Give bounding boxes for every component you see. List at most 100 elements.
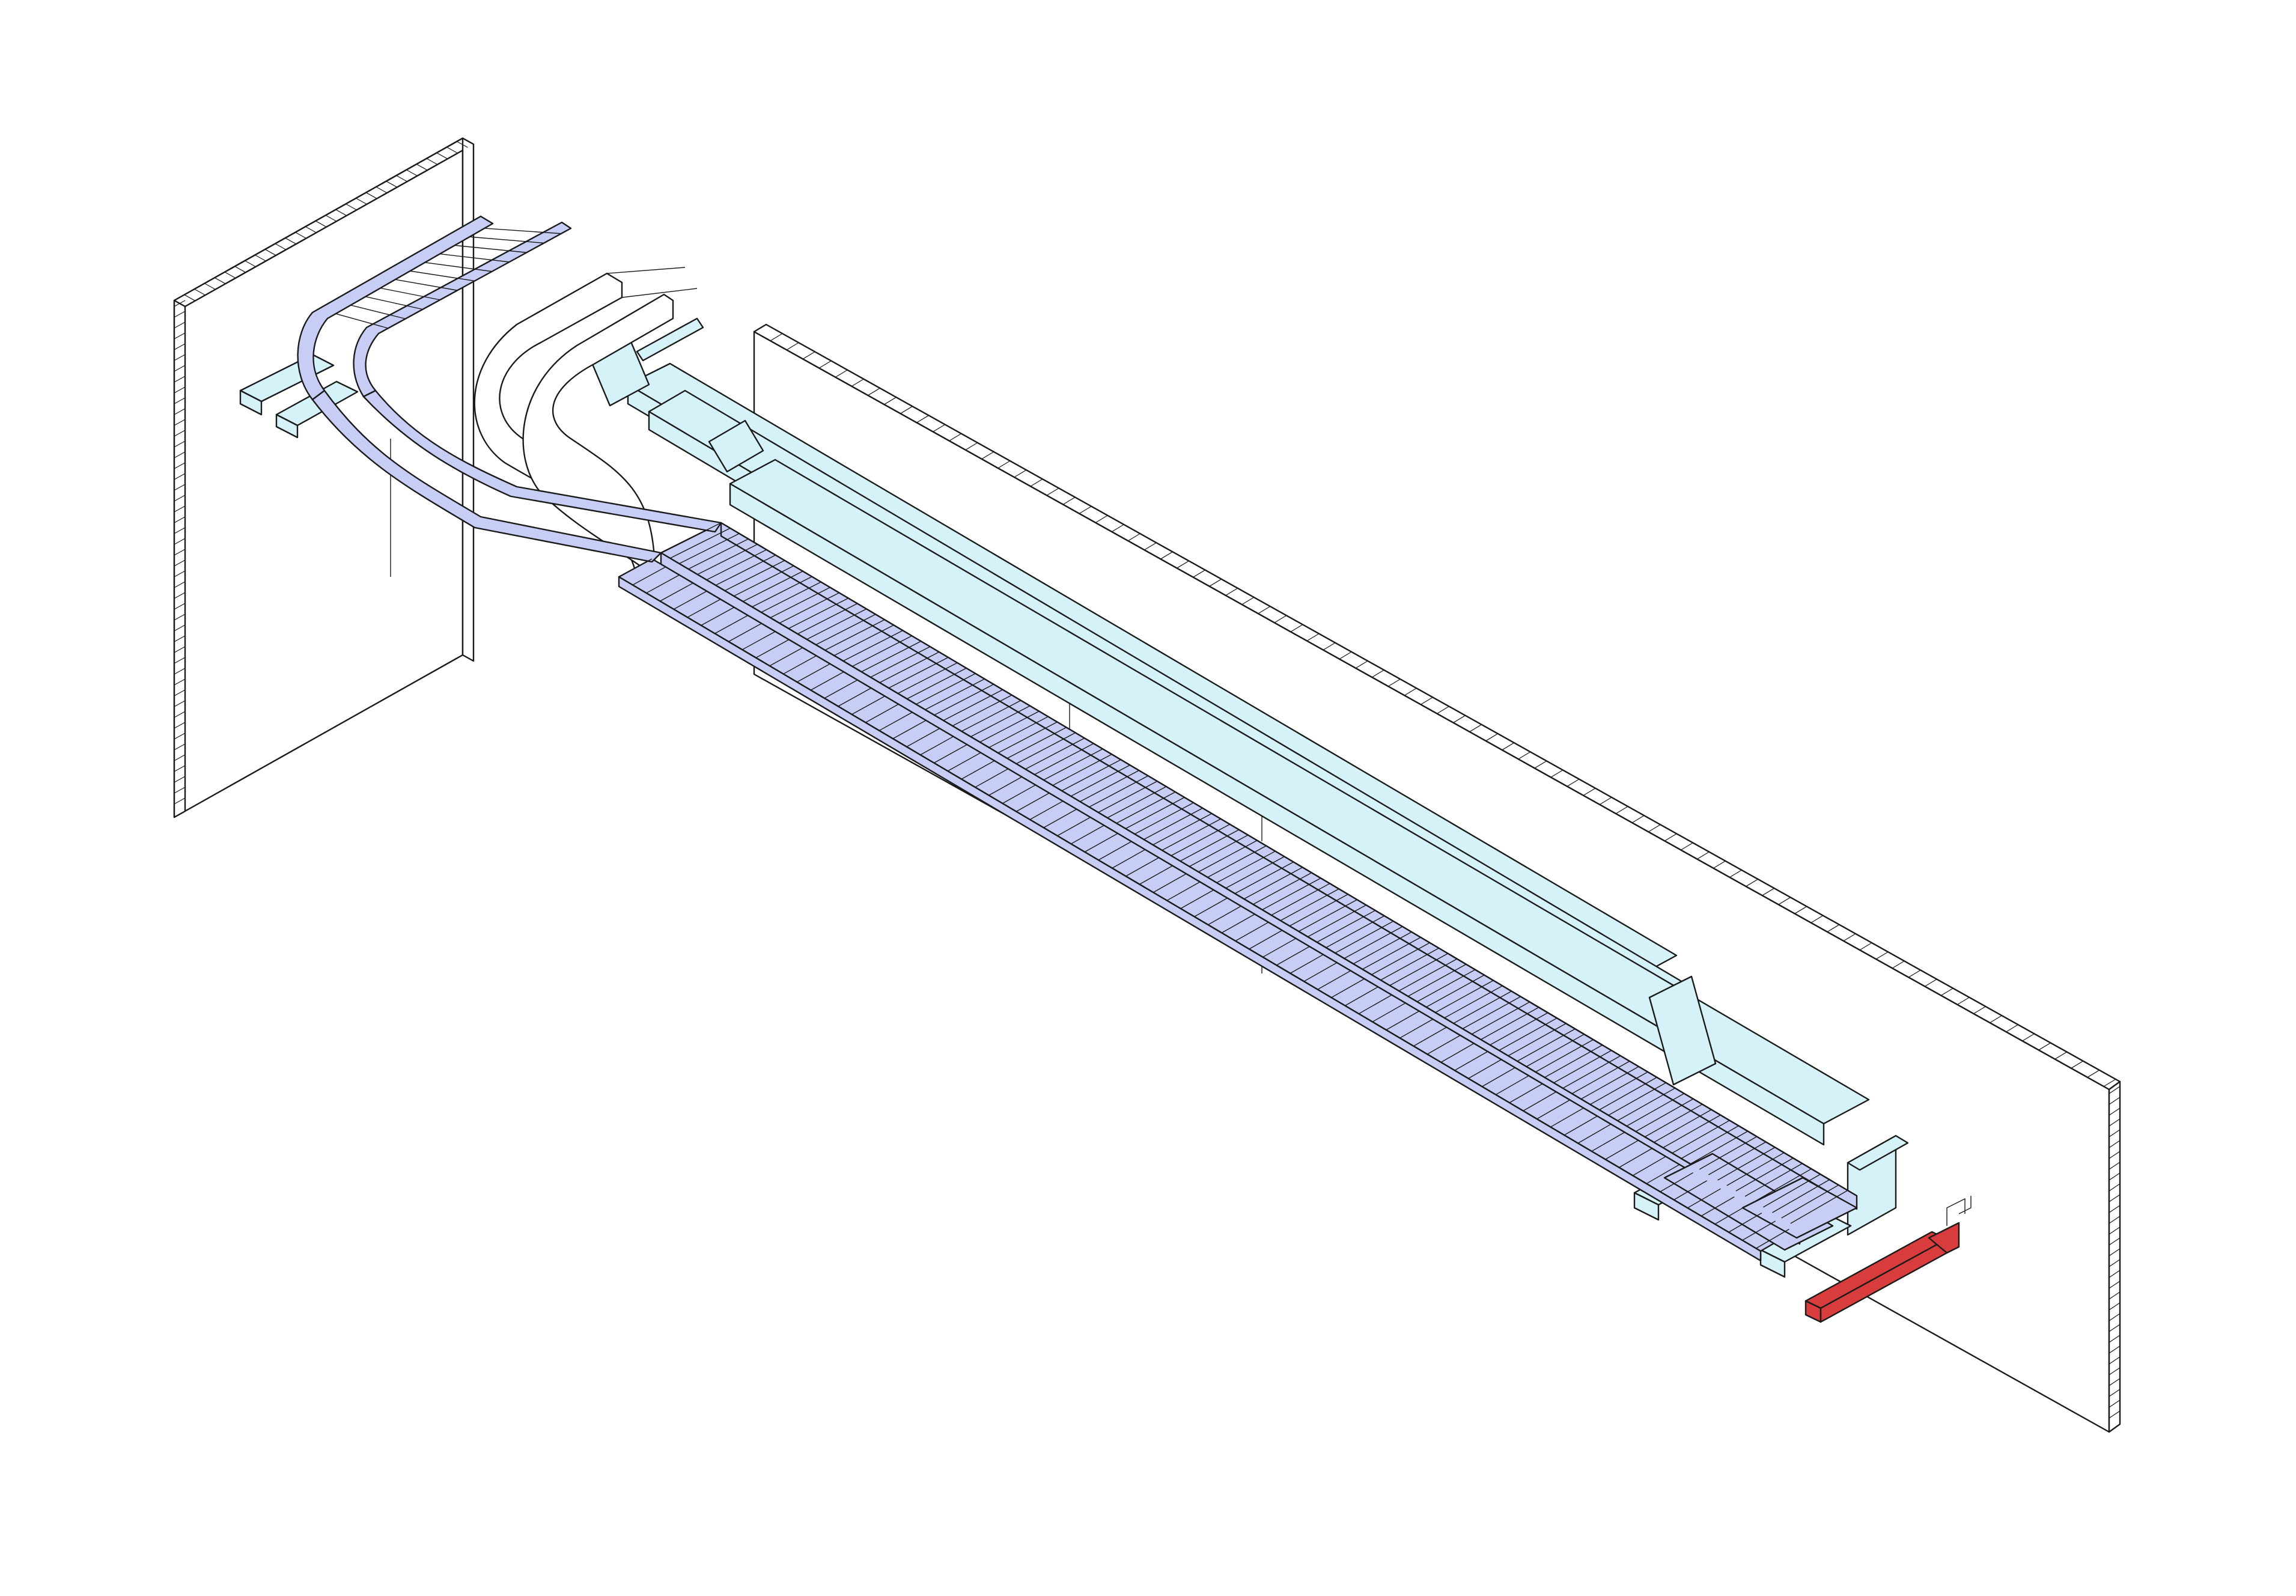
ladder-rung — [952, 695, 1012, 726]
ladder-rung — [733, 565, 794, 597]
hatch-line — [174, 657, 186, 664]
hatch-line — [1339, 651, 1352, 660]
ladder-rung — [673, 591, 707, 610]
ladder-rung — [1057, 817, 1091, 836]
hatch-line — [900, 406, 913, 414]
hatch-line — [174, 419, 186, 426]
hatch-line — [174, 787, 186, 794]
ladder-rung — [632, 566, 666, 586]
ladder-rung — [1262, 877, 1321, 910]
hatch-line — [965, 442, 978, 451]
hatch-line — [2109, 1172, 2121, 1181]
hatch-line — [2109, 1302, 2121, 1311]
hatch-line — [325, 215, 337, 222]
ladder-rung — [1508, 1023, 1567, 1056]
hatch-line — [174, 776, 186, 783]
ladder-rung — [728, 623, 762, 642]
hatch-line — [2109, 1162, 2121, 1170]
ladder-rung — [660, 582, 693, 602]
ladder-rung — [1742, 1220, 1776, 1241]
hatch-line — [376, 186, 388, 193]
ladder-rung — [1544, 1044, 1603, 1078]
hatch-line — [2109, 1335, 2121, 1343]
ladder-rung — [842, 630, 903, 662]
ladder-rung — [1660, 1172, 1694, 1192]
ladder-rung — [1535, 1039, 1594, 1073]
ladder-rung — [1517, 1028, 1576, 1062]
hatch-line — [2038, 1042, 2051, 1050]
ladder-rung — [961, 700, 1022, 732]
hatch-line — [2109, 1151, 2121, 1159]
hatch-line — [295, 232, 306, 239]
ladder-rung — [1687, 1188, 1721, 1208]
hatch-line — [2109, 1389, 2121, 1397]
hatch-line — [2109, 1410, 2121, 1419]
hatch-line — [255, 254, 266, 261]
hatch-line — [174, 451, 186, 458]
ladder-rung — [888, 657, 949, 689]
ladder-rung — [618, 558, 653, 577]
hatch-line — [174, 765, 186, 772]
hatch-line — [835, 370, 848, 378]
ladder-rung — [920, 736, 954, 755]
hatch-line — [1810, 915, 1824, 924]
ladder-rung — [1427, 1035, 1461, 1055]
ladder-rung — [1635, 1098, 1694, 1132]
ladder-rung — [1016, 732, 1076, 764]
hatch-line — [2109, 1086, 2121, 1094]
hatch-line — [174, 603, 186, 610]
ladder-rung — [997, 721, 1058, 754]
left-wall-hatch — [174, 141, 468, 805]
hatch-line — [174, 614, 186, 621]
hatch-line — [2109, 1183, 2121, 1192]
ladder-rung — [1303, 962, 1338, 982]
ladder-rung — [1690, 1130, 1748, 1165]
hatch-line — [446, 147, 458, 154]
ladder-rung — [1153, 813, 1212, 845]
ladder-rung — [1043, 748, 1103, 781]
ladder-rung — [1646, 1164, 1680, 1184]
ladder-rung — [1345, 986, 1378, 1007]
hatch-line — [1112, 524, 1124, 532]
hatch-line — [1648, 824, 1661, 832]
ladder-rung — [714, 615, 748, 634]
hatch-line — [1859, 942, 1872, 951]
ladder-rung — [947, 752, 981, 772]
ladder-rung — [439, 253, 510, 263]
ladder-rung — [1358, 994, 1392, 1014]
hatch-line — [2109, 1205, 2121, 1213]
hatch-line — [2006, 1024, 2018, 1032]
ladder-rung — [1371, 942, 1430, 975]
ladder-rung — [1599, 1077, 1657, 1110]
hatch-line — [174, 624, 186, 632]
hatch-line — [1160, 551, 1173, 559]
ladder-rung — [1089, 775, 1148, 808]
ladder-rung — [1166, 881, 1201, 901]
hatch-line — [851, 379, 864, 387]
hatch-line — [1664, 833, 1677, 841]
ladder-rung — [770, 586, 830, 618]
hatch-line — [1274, 615, 1287, 623]
hatch-line — [426, 158, 438, 165]
ladder-rung — [1564, 1115, 1598, 1136]
hatch-line — [1762, 888, 1775, 896]
hatch-line — [2109, 1270, 2121, 1278]
ladder-rung — [660, 522, 722, 553]
hatch-line — [2109, 1237, 2121, 1246]
hatch-line — [174, 332, 186, 340]
ladder-rung — [755, 639, 790, 659]
ladder-rung — [1298, 899, 1357, 932]
hatch-line — [174, 462, 186, 469]
ladder-rung — [1577, 1124, 1612, 1144]
hatch-line — [2109, 1281, 2121, 1289]
ladder-rung — [1243, 867, 1303, 900]
hatch-line — [1534, 760, 1547, 769]
hatch-line — [174, 397, 186, 404]
hatch-line — [2109, 1107, 2121, 1116]
hatch-line — [786, 342, 799, 350]
hatch-line — [1550, 769, 1564, 778]
hatch-line — [214, 277, 226, 284]
hatch-line — [1177, 560, 1189, 568]
hatch-line — [264, 249, 276, 256]
hatch-line — [1681, 842, 1693, 851]
